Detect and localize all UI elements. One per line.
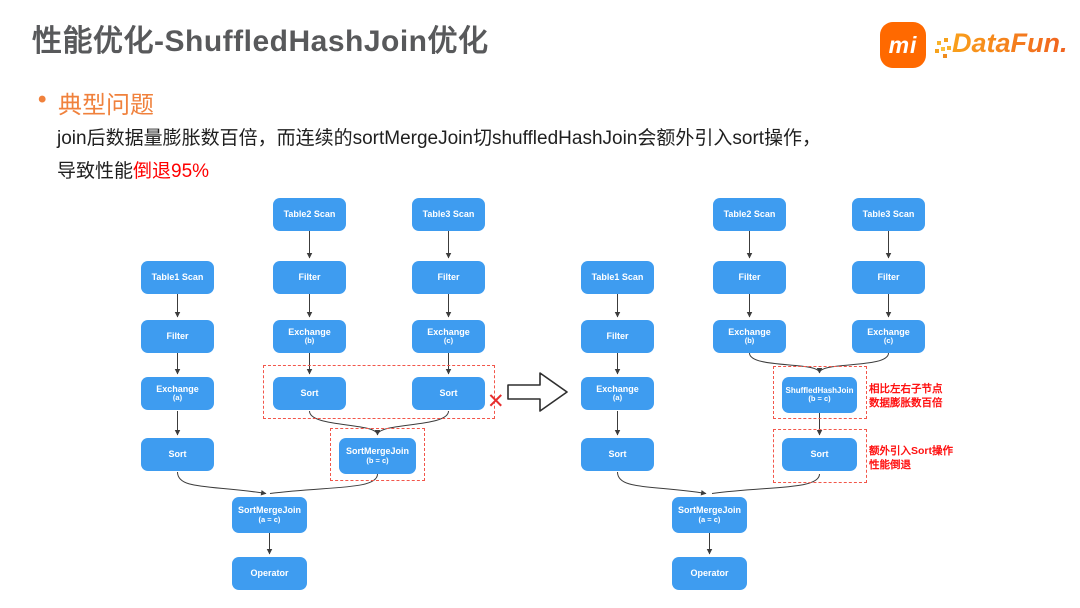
node-sublabel: (a = c): [698, 514, 721, 524]
node-left-exchange-c: Exchange(c): [412, 320, 485, 353]
node-label: Sort: [810, 449, 829, 460]
node-left-exchange-b: Exchange(b): [273, 320, 346, 353]
node-left-sortmergejoin-bc: SortMergeJoin(b = c): [339, 438, 416, 474]
page-title: 性能优化-ShuffledHashJoin优化: [32, 25, 489, 58]
xiaomi-logo-icon: mi: [880, 22, 926, 68]
datafun-logo: DataFun.: [952, 28, 1068, 58]
description-line2: 导致性能倒退95%: [57, 155, 821, 188]
annotation-data-expansion: 相比左右子节点 数据膨胀数百倍: [869, 382, 943, 410]
node-right-shuffledhashjoin-bc: ShuffledHashJoin(b = c): [782, 377, 857, 413]
node-right-sortmergejoin-ac: SortMergeJoin(a = c): [672, 497, 747, 533]
node-label: Filter: [738, 272, 761, 283]
node-sublabel: (b): [304, 336, 315, 346]
node-label: Filter: [606, 331, 629, 342]
node-right-sort-2: Sort: [782, 438, 857, 471]
dashed-rect-right-sort: [773, 429, 867, 483]
node-right-exchange-c: Exchange(c): [852, 320, 925, 353]
node-sublabel: (a = c): [258, 514, 281, 524]
node-left-table3-scan: Table3 Scan: [412, 198, 485, 231]
dashed-rect-right-shuffledhashjoin: [773, 366, 867, 419]
node-sublabel: (b): [744, 336, 755, 346]
node-label: SortMergeJoin: [345, 446, 409, 457]
node-right-filter-1: Filter: [581, 320, 654, 353]
node-right-table2-scan: Table2 Scan: [713, 198, 786, 231]
bullet-dot-icon: •: [38, 86, 47, 113]
node-left-exchange-a: Exchange(a): [141, 377, 214, 410]
node-label: Filter: [437, 272, 460, 283]
node-right-filter-2: Filter: [713, 261, 786, 294]
node-right-table1-scan: Table1 Scan: [581, 261, 654, 294]
node-right-table3-scan: Table3 Scan: [852, 198, 925, 231]
node-right-exchange-b: Exchange(b): [713, 320, 786, 353]
node-sublabel: (a): [172, 393, 183, 403]
node-label: Table1 Scan: [591, 272, 644, 283]
node-sublabel: (b = c): [808, 394, 831, 404]
dashed-rect-left-sorts: [263, 365, 495, 419]
arrow-right-icon: [507, 372, 568, 412]
node-left-table1-scan: Table1 Scan: [141, 261, 214, 294]
node-left-sort-3: Sort: [412, 377, 485, 410]
node-label: Sort: [168, 449, 187, 460]
node-right-sort-1: Sort: [581, 438, 654, 471]
node-left-sort-2: Sort: [273, 377, 346, 410]
node-left-operator: Operator: [232, 557, 307, 590]
node-label: Exchange: [867, 326, 910, 337]
dashed-rect-left-sortmergejoin: [330, 428, 425, 481]
node-label: Filter: [298, 272, 321, 283]
node-label: Filter: [877, 272, 900, 283]
description-line1: join后数据量膨胀数百倍，而连续的sortMergeJoin切shuffled…: [57, 128, 822, 149]
node-label: Table1 Scan: [151, 272, 204, 283]
node-label: Operator: [250, 568, 289, 579]
section-heading: 典型问题: [58, 92, 154, 119]
node-left-filter-2: Filter: [273, 261, 346, 294]
annotation-extra-sort: 额外引入Sort操作 性能倒退: [869, 444, 953, 472]
node-label: Exchange: [728, 326, 771, 337]
annotation-line: 数据膨胀数百倍: [869, 397, 943, 410]
description: join后数据量膨胀数百倍，而连续的sortMergeJoin切shuffled…: [57, 122, 821, 188]
node-sublabel: (b = c): [366, 455, 389, 465]
node-left-filter-1: Filter: [141, 320, 214, 353]
node-label: SortMergeJoin: [237, 505, 301, 516]
node-sublabel: (c): [443, 336, 454, 346]
datafun-dots-icon: [944, 38, 948, 42]
annotation-line: 额外引入Sort操作: [869, 445, 953, 457]
node-label: Sort: [300, 388, 319, 399]
node-label: Filter: [166, 331, 189, 342]
node-right-exchange-a: Exchange(a): [581, 377, 654, 410]
node-label: Table3 Scan: [422, 209, 475, 220]
x-mark-icon: ✕: [487, 390, 505, 413]
node-right-operator: Operator: [672, 557, 747, 590]
xiaomi-logo-label: mi: [888, 31, 918, 58]
node-sublabel: (c): [883, 336, 894, 346]
node-label: ShuffledHashJoin: [785, 385, 854, 395]
node-label: Operator: [690, 568, 729, 579]
node-right-filter-3: Filter: [852, 261, 925, 294]
node-label: Sort: [608, 449, 627, 460]
node-sublabel: (a): [612, 393, 623, 403]
node-label: Table2 Scan: [723, 209, 776, 220]
node-left-sort-1: Sort: [141, 438, 214, 471]
node-left-filter-3: Filter: [412, 261, 485, 294]
node-label: Exchange: [288, 326, 331, 337]
node-label: Exchange: [156, 383, 199, 394]
annotation-line: 相比左右子节点: [869, 383, 943, 395]
node-left-table2-scan: Table2 Scan: [273, 198, 346, 231]
node-label: SortMergeJoin: [677, 505, 741, 516]
node-left-sortmergejoin-ac: SortMergeJoin(a = c): [232, 497, 307, 533]
annotation-line: 性能倒退: [869, 459, 911, 472]
node-label: Table2 Scan: [283, 209, 336, 220]
node-label: Exchange: [427, 326, 470, 337]
description-line2-prefix: 导致性能: [57, 161, 134, 182]
node-label: Exchange: [596, 383, 639, 394]
node-label: Table3 Scan: [862, 209, 915, 220]
description-line2-highlight: 倒退95%: [133, 161, 210, 182]
node-label: Sort: [439, 388, 458, 399]
